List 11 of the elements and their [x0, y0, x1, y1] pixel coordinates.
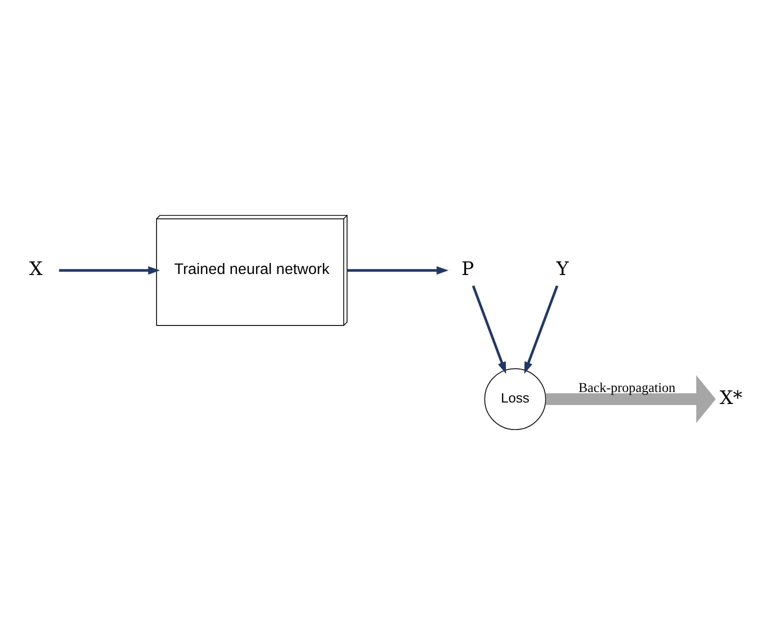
node-text: X*: [720, 387, 742, 408]
arrow: [546, 374, 716, 423]
edge-label: Back-propagation: [578, 380, 676, 395]
arrow: [472, 284, 506, 374]
node-text: X: [29, 258, 43, 280]
node-text: P: [461, 258, 474, 280]
node-text: Y: [556, 258, 569, 280]
arrow: [524, 284, 558, 374]
arrow: [59, 266, 160, 274]
node-circle: Loss: [484, 368, 546, 430]
arrow: [347, 266, 449, 274]
